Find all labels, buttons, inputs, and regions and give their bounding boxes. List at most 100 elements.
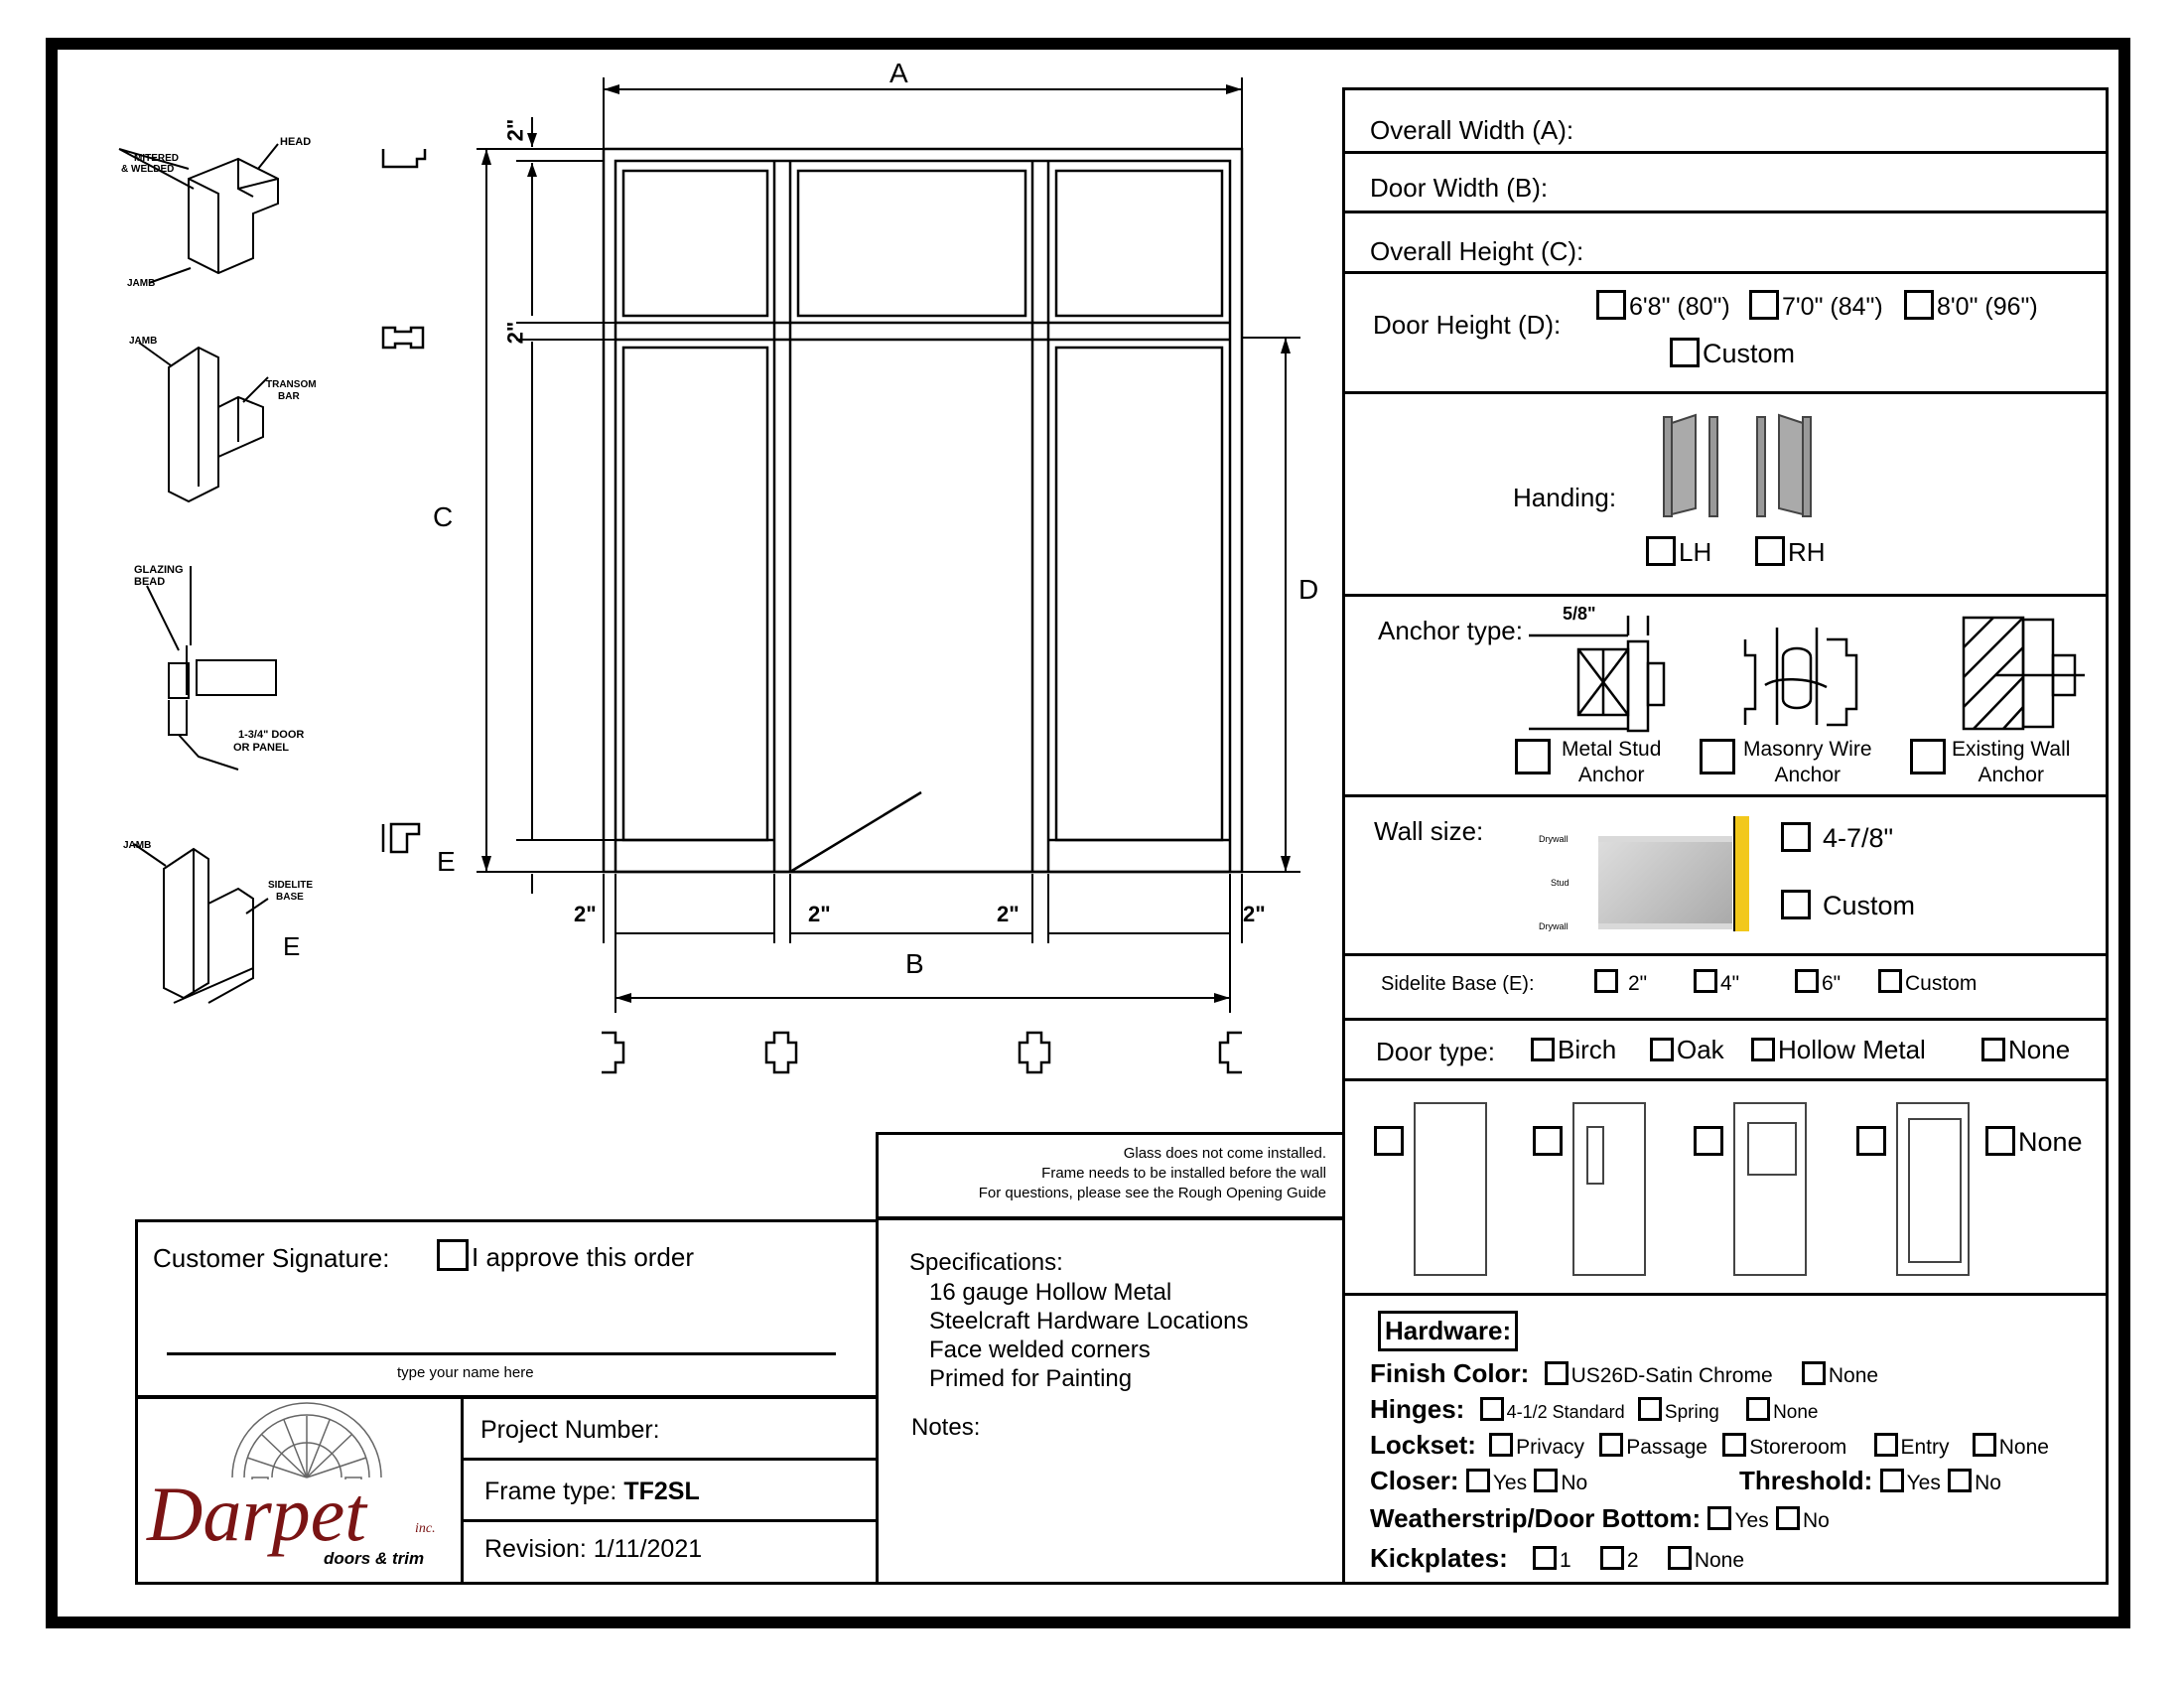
finish-option-none[interactable]: None — [1801, 1361, 1878, 1387]
checkbox-icon[interactable] — [1981, 1038, 2005, 1061]
checkbox-icon[interactable] — [1749, 290, 1779, 320]
checkbox-icon[interactable] — [1873, 1433, 1898, 1457]
kickplates-option-none[interactable]: None — [1667, 1546, 1744, 1572]
closer-option-no[interactable]: No — [1534, 1469, 1587, 1494]
door-type-option-hollow-metal[interactable]: Hollow Metal — [1751, 1035, 1926, 1065]
checkbox-icon[interactable] — [1694, 1126, 1723, 1156]
checkbox-icon[interactable] — [1856, 1126, 1886, 1156]
sidelite-option-custom[interactable]: Custom — [1878, 969, 1977, 996]
checkbox-icon[interactable] — [1707, 1506, 1732, 1530]
overall-width-label[interactable]: Overall Width (A): — [1370, 115, 1574, 145]
overall-height-label[interactable]: Overall Height (C): — [1370, 236, 1584, 266]
checkbox-icon[interactable] — [1948, 1469, 1973, 1492]
weatherstrip-option-yes[interactable]: Yes — [1707, 1506, 1769, 1532]
checkbox-icon[interactable] — [1544, 1361, 1569, 1385]
checkbox-icon[interactable] — [1755, 536, 1785, 566]
checkbox-icon[interactable] — [1374, 1126, 1404, 1156]
checkbox-icon[interactable] — [1801, 1361, 1826, 1385]
checkbox-icon[interactable] — [1533, 1126, 1563, 1156]
checkbox-icon[interactable] — [1637, 1397, 1662, 1421]
kickplates-option-2[interactable]: 2 — [1599, 1546, 1639, 1572]
hinges-option-spring[interactable]: Spring — [1637, 1397, 1719, 1423]
checkbox-icon[interactable] — [1972, 1433, 1996, 1457]
signature-line[interactable] — [167, 1352, 836, 1355]
mitered-corner-detail — [118, 143, 279, 284]
door-height-option-96[interactable]: 8'0" (96") — [1904, 290, 2038, 322]
handing-option-lh[interactable]: LH — [1646, 536, 1711, 568]
door-height-option-custom[interactable]: Custom — [1670, 338, 1795, 369]
checkbox-icon[interactable] — [1479, 1397, 1504, 1421]
checkbox-icon[interactable] — [1531, 1038, 1555, 1061]
checkbox-icon[interactable] — [1781, 822, 1811, 852]
checkbox-icon[interactable] — [1910, 739, 1946, 774]
threshold-row: Threshold: Yes No — [1739, 1466, 2001, 1495]
hinges-option-none[interactable]: None — [1746, 1397, 1818, 1423]
weatherstrip-option-no[interactable]: No — [1775, 1506, 1830, 1532]
checkbox-icon[interactable] — [1670, 338, 1700, 367]
checkbox-icon[interactable] — [1985, 1126, 2015, 1156]
spec-item: 16 gauge Hollow Metal — [929, 1279, 1172, 1306]
project-number-label[interactable]: Project Number: — [480, 1416, 660, 1444]
door-type-option-oak[interactable]: Oak — [1650, 1035, 1724, 1065]
lh-frame-left — [1663, 416, 1673, 517]
sidelite-option-4[interactable]: 4" — [1694, 969, 1739, 996]
checkbox-icon[interactable] — [1904, 290, 1934, 320]
approve-order-checkbox[interactable]: I approve this order — [437, 1239, 694, 1273]
door-style-narrow-lite[interactable] — [1533, 1126, 1566, 1158]
checkbox-icon[interactable] — [1599, 1546, 1624, 1570]
threshold-option-no[interactable]: No — [1948, 1469, 2001, 1494]
checkbox-icon[interactable] — [1781, 890, 1811, 919]
checkbox-icon[interactable] — [1775, 1506, 1800, 1530]
door-style-full-lite[interactable] — [1856, 1126, 1889, 1158]
lockset-option-privacy[interactable]: Privacy — [1489, 1433, 1584, 1459]
finish-option-satin-chrome[interactable]: US26D-Satin Chrome — [1544, 1361, 1773, 1387]
checkbox-icon[interactable] — [437, 1239, 469, 1271]
checkbox-icon[interactable] — [1746, 1397, 1771, 1421]
hinges-option-standard[interactable]: 4-1/2 Standard — [1479, 1397, 1625, 1422]
door-width-label[interactable]: Door Width (B): — [1370, 173, 1549, 203]
checkbox-icon[interactable] — [1465, 1469, 1490, 1492]
rh-door-leaf — [1778, 413, 1804, 516]
checkbox-icon[interactable] — [1515, 739, 1551, 774]
anchor-option-existing-wall[interactable] — [1910, 739, 1949, 774]
checkbox-icon[interactable] — [1700, 739, 1735, 774]
kickplates-option-1[interactable]: 1 — [1532, 1546, 1571, 1572]
lockset-option-passage[interactable]: Passage — [1599, 1433, 1707, 1459]
checkbox-icon[interactable] — [1599, 1433, 1624, 1457]
wall-option-4-7-8[interactable]: 4-7/8" — [1781, 822, 1893, 854]
checkbox-icon[interactable] — [1751, 1038, 1775, 1061]
checkbox-icon[interactable] — [1879, 1469, 1904, 1492]
door-style-half-lite[interactable] — [1694, 1126, 1726, 1158]
checkbox-icon[interactable] — [1667, 1546, 1692, 1570]
checkbox-icon[interactable] — [1694, 969, 1717, 993]
threshold-option-yes[interactable]: Yes — [1879, 1469, 1941, 1494]
lockset-option-storeroom[interactable]: Storeroom — [1722, 1433, 1846, 1459]
lockset-option-none[interactable]: None — [1972, 1433, 2049, 1459]
lockset-option-entry[interactable]: Entry — [1873, 1433, 1950, 1459]
door-type-option-birch[interactable]: Birch — [1531, 1035, 1616, 1065]
checkbox-icon[interactable] — [1594, 969, 1618, 993]
checkbox-icon[interactable] — [1646, 536, 1676, 566]
handing-option-rh[interactable]: RH — [1755, 536, 1826, 568]
checkbox-icon[interactable] — [1878, 969, 1902, 993]
anchor-option-masonry[interactable] — [1700, 739, 1738, 774]
wall-option-custom[interactable]: Custom — [1781, 890, 1915, 921]
sidelite-option-2[interactable]: 2" — [1594, 969, 1647, 996]
sidelite-option-6[interactable]: 6" — [1795, 969, 1841, 996]
door-style-none[interactable]: None — [1985, 1126, 2083, 1158]
door-height-option-80[interactable]: 6'8" (80") — [1596, 290, 1730, 322]
notes-label[interactable]: Notes: — [911, 1414, 981, 1441]
checkbox-icon[interactable] — [1722, 1433, 1747, 1457]
door-type-option-none[interactable]: None — [1981, 1035, 2070, 1065]
checkbox-icon[interactable] — [1489, 1433, 1514, 1457]
checkbox-icon[interactable] — [1795, 969, 1819, 993]
door-style-flush[interactable] — [1374, 1126, 1407, 1158]
checkbox-icon[interactable] — [1596, 290, 1626, 320]
door-height-option-84[interactable]: 7'0" (84") — [1749, 290, 1883, 322]
jamb-profile-1 — [602, 1031, 625, 1074]
closer-option-yes[interactable]: Yes — [1465, 1469, 1527, 1494]
checkbox-icon[interactable] — [1650, 1038, 1674, 1061]
anchor-option-metal-stud[interactable] — [1515, 739, 1554, 774]
checkbox-icon[interactable] — [1534, 1469, 1559, 1492]
checkbox-icon[interactable] — [1532, 1546, 1557, 1570]
